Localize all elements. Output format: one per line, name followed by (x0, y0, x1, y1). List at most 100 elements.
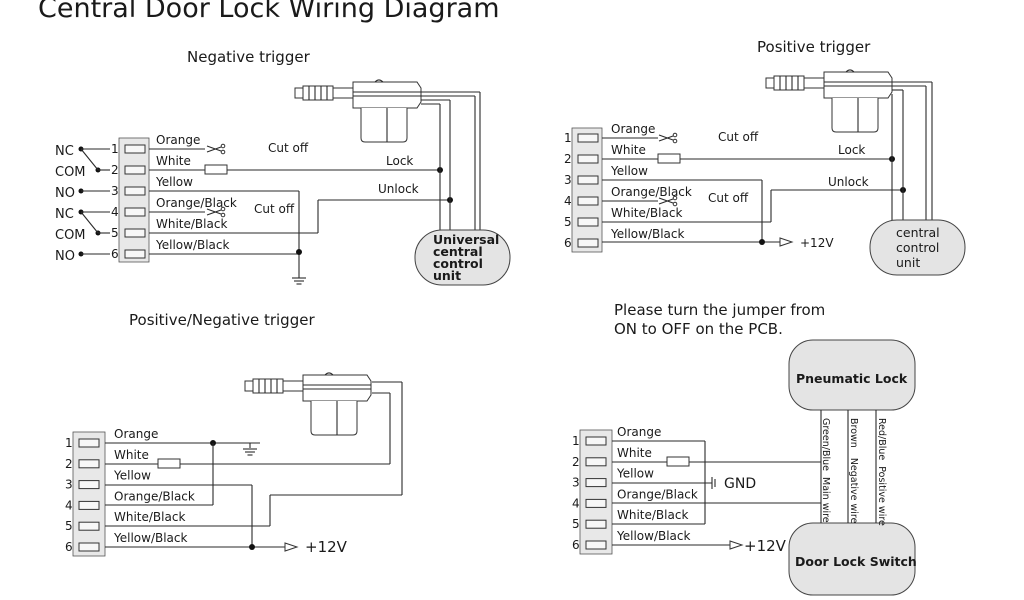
unit-label: central control unit (896, 225, 944, 270)
wire-color-label: White (114, 448, 149, 462)
connector-slot (585, 478, 607, 488)
connector-slot (78, 521, 100, 531)
lock-label: Lock (386, 154, 413, 168)
wire-color-label: Yellow/Black (610, 227, 685, 241)
pin-number: 4 (572, 496, 580, 510)
plus-12v-label: +12V (744, 537, 787, 555)
wire-color-label: Orange (156, 133, 200, 147)
wire-color-label: Orange (617, 425, 661, 439)
connector-block (72, 431, 106, 557)
pin-number: 5 (572, 517, 580, 531)
pin-number: 4 (65, 498, 73, 512)
central-control-unit (869, 219, 966, 276)
panel-heading: Positive/Negative trigger (129, 311, 315, 329)
wire-color-label: Yellow (610, 164, 648, 178)
connector-slot (124, 144, 146, 154)
scissors-icon (658, 132, 678, 144)
pin-number: 5 (65, 519, 73, 533)
wire-color-label: Yellow/Black (155, 238, 230, 252)
actuator-icon (294, 79, 422, 143)
fuse-icon (666, 456, 690, 467)
wire-color-label: Yellow (113, 469, 151, 483)
ground-icon (291, 277, 307, 285)
unit-label: Universal central control unit (433, 232, 504, 283)
pneumatic-lock-box (788, 339, 916, 411)
wire-color-label: Yellow/Black (113, 531, 188, 545)
connector-slot (577, 238, 599, 248)
terminal-com: COM (55, 165, 86, 180)
wire-color-label: White (617, 446, 652, 460)
connector-slot (577, 133, 599, 143)
ground-icon (242, 448, 258, 456)
pin-number: 1 (564, 131, 572, 145)
wire-color-label: White/Black (617, 508, 688, 522)
terminal-no: NO (55, 249, 75, 264)
pin-number: 1 (65, 436, 73, 450)
connector-slot (124, 165, 146, 175)
pin-number: 3 (65, 478, 73, 492)
panel-positive-negative-trigger: Positive/Negative trigger 1 Orange 2 White 3… (65, 311, 403, 557)
pin-number: 6 (564, 236, 572, 250)
wire-color-label: White/Black (156, 217, 227, 231)
pin-number: 5 (564, 215, 572, 229)
arrow-icon (779, 237, 793, 247)
central-control-unit (414, 229, 511, 286)
pin-number: 2 (564, 152, 572, 166)
plus-12v-label: +12V (800, 236, 834, 250)
connector-slot (577, 175, 599, 185)
cut-off-label: Cut off (254, 202, 295, 216)
pin-number: 2 (572, 455, 580, 469)
pin-number: 6 (111, 247, 119, 261)
wire-color-label: Orange/Black (617, 487, 698, 501)
pin-number: 6 (572, 538, 580, 552)
connector-block (571, 127, 603, 253)
pin-number: 3 (572, 476, 580, 490)
vertical-wire-label: Red/BluePositive wire (876, 418, 887, 526)
wire-color-label: Orange/Black (611, 185, 692, 199)
vertical-wire-label: BrownNegative wire (848, 418, 859, 524)
unlock-label: Unlock (378, 182, 419, 196)
fuse-icon (657, 153, 681, 164)
fuse-icon (204, 164, 228, 175)
arrow-icon (729, 540, 743, 550)
lock-label: Lock (838, 143, 865, 157)
plus-12v-label: +12V (305, 538, 348, 556)
wire-color-label: White/Black (611, 206, 682, 220)
diagram-title: Central Door Lock Wiring Diagram (38, 0, 500, 24)
wire-color-label: Yellow (155, 175, 193, 189)
connector-slot (124, 249, 146, 259)
scissors-icon (206, 143, 226, 155)
connector-slot (78, 500, 100, 510)
pin-number: 5 (111, 226, 119, 240)
actuator-icon (765, 69, 893, 133)
pin-number: 1 (572, 434, 580, 448)
pneumatic-lock-label: Pneumatic Lock (796, 371, 908, 386)
connector-slot (78, 459, 100, 469)
connector-block (579, 429, 613, 555)
panel-positive-trigger: Positive trigger 1Orange2White3Yellow4Or… (564, 38, 966, 276)
pin-number: 6 (65, 540, 73, 554)
fuse-icon (157, 458, 181, 469)
connector-slot (585, 436, 607, 446)
wire-color-label: White (611, 143, 646, 157)
pin-number: 3 (111, 184, 119, 198)
connector-slot (577, 217, 599, 227)
wire-color-label: Orange (114, 427, 158, 441)
cut-off-label: Cut off (268, 141, 309, 155)
connector-slot (585, 540, 607, 550)
connector-slot (78, 438, 100, 448)
arrow-icon (284, 542, 298, 552)
door-lock-switch-label: Door Lock Switch (795, 554, 917, 569)
wire-color-label: Yellow/Black (616, 529, 691, 543)
panel-heading: Negative trigger (187, 48, 311, 66)
connector-slot (585, 457, 607, 467)
connector-slot (124, 186, 146, 196)
connector-slot (585, 519, 607, 529)
connector-slot (577, 154, 599, 164)
jumper-note: ON to OFF on the PCB. (614, 320, 783, 338)
pin-number: 4 (111, 205, 119, 219)
connector-slot (577, 196, 599, 206)
pin-number: 2 (111, 163, 119, 177)
pin-number: 1 (111, 142, 119, 156)
pin-number: 2 (65, 457, 73, 471)
